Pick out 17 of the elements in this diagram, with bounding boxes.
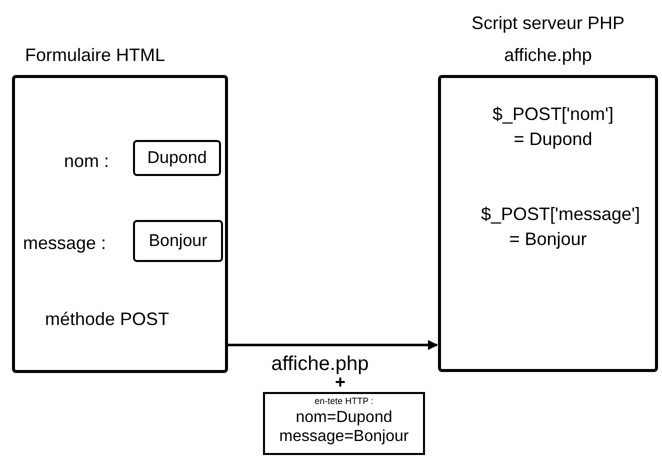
field-label: message : [23, 232, 106, 255]
form-title: Formulaire HTML [25, 44, 166, 67]
post-variable: $_POST['nom'] = Dupond [492, 103, 614, 151]
method-text: méthode POST [45, 308, 170, 331]
plus-sign: + [335, 373, 346, 391]
header-field: message=Bonjour [279, 427, 409, 446]
header-box [263, 392, 425, 455]
input-field: Bonjour [133, 220, 223, 262]
arrow [228, 340, 438, 350]
field-label: nom : [64, 150, 110, 173]
header-field: nom=Dupond [296, 408, 392, 427]
edge-label: affiche.php [270, 353, 370, 375]
server-title: Script serveur PHP [470, 12, 626, 35]
input-field: Dupond [133, 140, 221, 176]
header-title: en-tete HTTP : [314, 395, 374, 408]
script-name: affiche.php [503, 44, 593, 67]
post-variable: $_POST['message'] = Bonjour [480, 203, 641, 251]
